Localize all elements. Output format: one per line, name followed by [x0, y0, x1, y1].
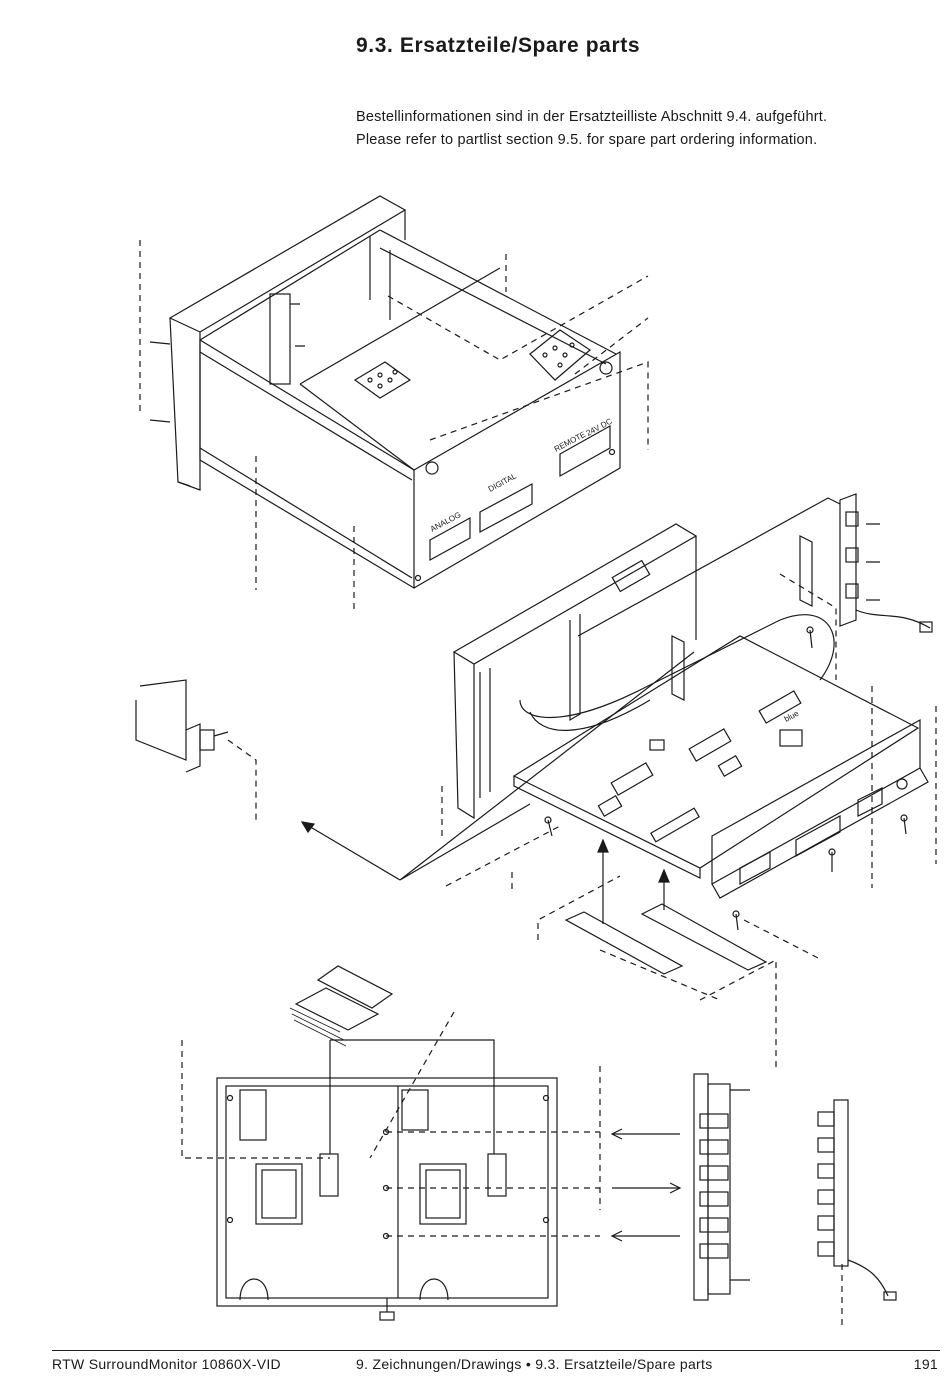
- leaders-main: [227, 573, 937, 1072]
- connector-strip-front: [693, 1073, 750, 1301]
- label-digital: DIGITAL: [487, 471, 519, 494]
- leaders-display: [181, 1011, 843, 1330]
- shield-strips: [564, 903, 768, 975]
- footer-section: 9. Zeichnungen/Drawings • 9.3. Ersatztei…: [356, 1356, 713, 1372]
- leaders-housing: [139, 240, 649, 614]
- exploded-drawing: ANALOG DIGITAL REMOTE 24V DC: [135, 195, 937, 1330]
- connection-lines: [300, 497, 841, 924]
- intro-text: Bestellinformationen sind in der Ersatzt…: [356, 106, 827, 152]
- housing: ANALOG DIGITAL REMOTE 24V DC: [149, 195, 621, 590]
- page-title: 9.3. Ersatzteile/Spare parts: [356, 34, 641, 57]
- intro-german: Bestellinformationen sind in der Ersatzt…: [356, 109, 828, 125]
- ribbon-cable: [289, 965, 394, 1047]
- display-board: [216, 1039, 558, 1321]
- label-analog: ANALOG: [429, 510, 463, 534]
- intro-english: Please refer to partlist section 9.5. fo…: [356, 132, 818, 148]
- footer-rule: [52, 1350, 940, 1351]
- side-connector-board: [839, 493, 933, 633]
- label-blue: blue: [783, 708, 801, 723]
- main-unit: blue: [452, 523, 929, 931]
- footer-page-number: 191: [913, 1356, 938, 1372]
- connector-arrows: [610, 1128, 682, 1242]
- detail-bracket: [135, 679, 229, 773]
- connector-strip-rear: [817, 1099, 897, 1301]
- footer-product: RTW SurroundMonitor 10860X-VID: [52, 1356, 281, 1372]
